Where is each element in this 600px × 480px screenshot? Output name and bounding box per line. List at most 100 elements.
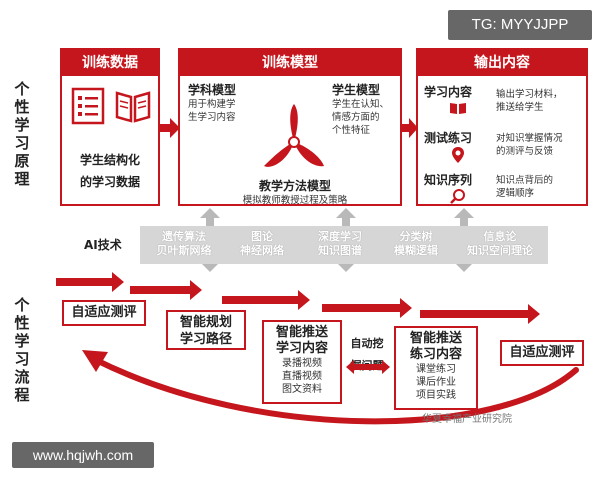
principle-side-label: 个 性 学 习 原 理 (12, 80, 32, 188)
tech-line: 分类树 (399, 230, 433, 243)
step-line: 智能推送 (409, 331, 462, 346)
side-char: 原 (14, 152, 30, 170)
training-model-panel: 训练模型 学科模型 用于构建学 生学习内容 学生模型 学生在认知、 情感方面的 … (178, 48, 402, 206)
process-arrows (56, 272, 540, 324)
step-plan-path: 智能规划 学习路径 (166, 310, 246, 350)
ai-tech-strip (140, 226, 548, 264)
output-item-test-practice: 测试练习 (424, 130, 494, 164)
tech-line: 遗传算法 (162, 230, 206, 243)
student-model: 学生模型 学生在认知、 情感方面的 个性特征 (332, 82, 402, 137)
tech-line: 深度学习 (318, 230, 362, 243)
output-item-title: 学习内容 (424, 85, 473, 99)
book-icon (448, 100, 468, 116)
side-char: 理 (14, 170, 30, 188)
tech-line: 神经网络 (240, 244, 284, 257)
step-line: 练习内容 (409, 347, 462, 362)
side-char: 学 (14, 116, 30, 134)
side-char: 程 (14, 386, 30, 404)
student-model-desc: 情感方面的 (332, 112, 380, 123)
location-pin-icon (448, 146, 468, 164)
student-model-title: 学生模型 (332, 83, 381, 97)
step-adaptive-assessment-1: 自适应测评 (62, 300, 146, 326)
tech-line: 知识图谱 (318, 244, 362, 257)
training-data-panel: 训练数据 学生结构化 的学习数据 (60, 48, 160, 206)
step-sub-item: 图文资料 (282, 384, 322, 395)
output-panel: 输出内容 学习内容 输出学习材料， 推送给学生 测试练习 对知识掌握情况 的测评… (416, 48, 588, 206)
auto-mining-line: 自动挖 (350, 337, 384, 350)
ai-tech-item: 遗传算法 贝叶斯网络 (140, 230, 228, 258)
output-item-desc: 输出学习材料， 推送给学生 (496, 88, 586, 114)
output-desc-line: 推送给学生 (496, 102, 544, 113)
tech-line: 信息论 (483, 230, 517, 243)
output-item-knowledge-sequence: 知识序列 (424, 172, 494, 204)
arrow-right-icon (322, 298, 412, 318)
teaching-model: 教学方法模型 模拟教师教授过程及策略 (220, 178, 370, 207)
arrow-right-icon (158, 118, 180, 138)
side-char: 习 (14, 350, 30, 368)
student-model-desc: 个性特征 (332, 125, 371, 136)
output-desc-line: 知识点背后的 (496, 175, 554, 186)
tech-line: 图论 (251, 230, 273, 243)
step-sub-item: 课后作业 (416, 377, 456, 388)
output-item-learning-content: 学习内容 (424, 84, 494, 116)
search-icon (448, 188, 468, 204)
side-char: 个 (14, 80, 30, 98)
step-sub-item: 直播视频 (282, 371, 322, 382)
output-item-desc: 对知识掌握情况 的测评与反馈 (496, 132, 588, 158)
step-line: 智能规划 (179, 315, 232, 330)
side-char: 性 (14, 98, 30, 116)
teaching-model-desc: 模拟教师教授过程及策略 (242, 195, 348, 206)
caption-line: 学生结构化 (79, 153, 140, 167)
watermark-bottom: www.hqjwh.com (12, 442, 154, 468)
ai-tech-item: 分类树 模糊逻辑 (384, 230, 448, 258)
subject-model: 学科模型 用于构建学 生学习内容 (188, 82, 268, 124)
output-desc-line: 的测评与反馈 (496, 146, 554, 157)
checklist-icon (70, 86, 106, 126)
tech-line: 知识空间理论 (467, 244, 533, 257)
ai-tech-item: 信息论 知识空间理论 (452, 230, 548, 258)
ai-tech-item: 深度学习 知识图谱 (304, 230, 376, 258)
ai-tech-item: 图论 神经网络 (232, 230, 292, 258)
process-side-label: 个 性 学 习 流 程 (12, 296, 32, 404)
subject-model-desc: 生学习内容 (188, 112, 236, 123)
propeller-icon (258, 102, 330, 178)
step-line: 智能推送 (275, 325, 328, 340)
output-desc-line: 输出学习材料， (496, 89, 563, 100)
double-arrow-horizontal-icon (346, 360, 390, 374)
output-title: 输出内容 (418, 50, 586, 76)
output-item-title: 测试练习 (424, 131, 473, 145)
student-model-desc: 学生在认知、 (332, 99, 390, 110)
subject-model-title: 学科模型 (188, 83, 237, 97)
side-char: 个 (14, 296, 30, 314)
arrow-right-icon (420, 304, 540, 324)
arrow-right-icon (400, 118, 418, 138)
arrow-right-icon (56, 272, 124, 292)
step-sub-item: 项目实践 (416, 390, 456, 401)
training-data-title: 训练数据 (62, 50, 158, 76)
feedback-curve-arrow (82, 350, 579, 425)
arrow-right-icon (130, 280, 202, 300)
output-item-desc: 知识点背后的 逻辑顺序 (496, 174, 588, 200)
arrow-right-icon (222, 290, 310, 310)
training-data-caption: 学生结构化 的学习数据 (62, 152, 158, 190)
step-sub-item: 录播视频 (282, 358, 322, 369)
step-line: 学习内容 (275, 341, 328, 356)
side-char: 习 (14, 134, 30, 152)
caption-line: 的学习数据 (79, 175, 140, 189)
output-desc-line: 对知识掌握情况 (496, 133, 563, 144)
source-watermark: 华夏幸福产业研究院 (422, 414, 512, 425)
ai-tech-label: AI技术 (84, 238, 122, 252)
open-book-icon (112, 86, 154, 126)
step-push-practice-content: 智能推送 练习内容 课堂练习 课后作业 项目实践 (394, 326, 478, 410)
training-model-title: 训练模型 (180, 50, 400, 76)
watermark-top: TG: MYYJJPP (448, 10, 592, 40)
step-sub-item: 课堂练习 (416, 364, 456, 375)
tech-line: 贝叶斯网络 (156, 244, 212, 257)
step-push-learning-content: 智能推送 学习内容 录播视频 直播视频 图文资料 (262, 320, 342, 404)
side-char: 流 (14, 368, 30, 386)
side-char: 学 (14, 332, 30, 350)
tech-line: 模糊逻辑 (394, 244, 438, 257)
subject-model-desc: 用于构建学 (188, 99, 236, 110)
side-char: 性 (14, 314, 30, 332)
step-adaptive-assessment-2: 自适应测评 (500, 340, 584, 366)
